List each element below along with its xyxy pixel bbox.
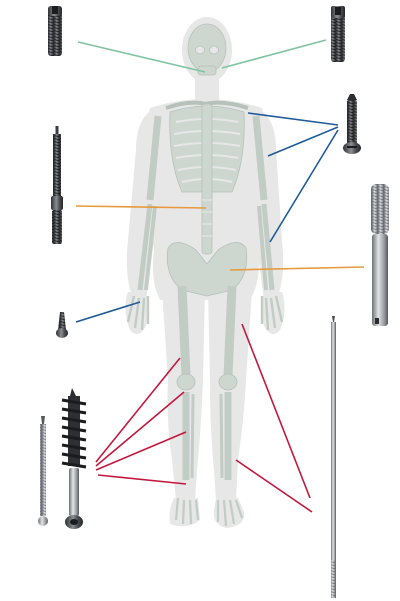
cannulated-screw-icon (331, 6, 345, 62)
rod-icon (331, 316, 336, 598)
leader-line-ankle-left (98, 475, 186, 484)
cannulated-screw-icon (48, 6, 62, 56)
cortical-screw-icon (343, 94, 361, 154)
leader-line-skull-right (222, 40, 326, 68)
leader-line-humerus (268, 127, 338, 156)
thin-screw-icon (38, 416, 48, 526)
pedicle-screw-icon (51, 126, 63, 244)
leader-line-rod-ankle (236, 460, 312, 512)
leader-line-femur (96, 358, 180, 462)
cancellous-screw-icon (62, 388, 86, 529)
lag-screw-icon (371, 184, 389, 326)
leader-line-forearm (270, 130, 338, 242)
mini-screw-icon (56, 312, 68, 338)
